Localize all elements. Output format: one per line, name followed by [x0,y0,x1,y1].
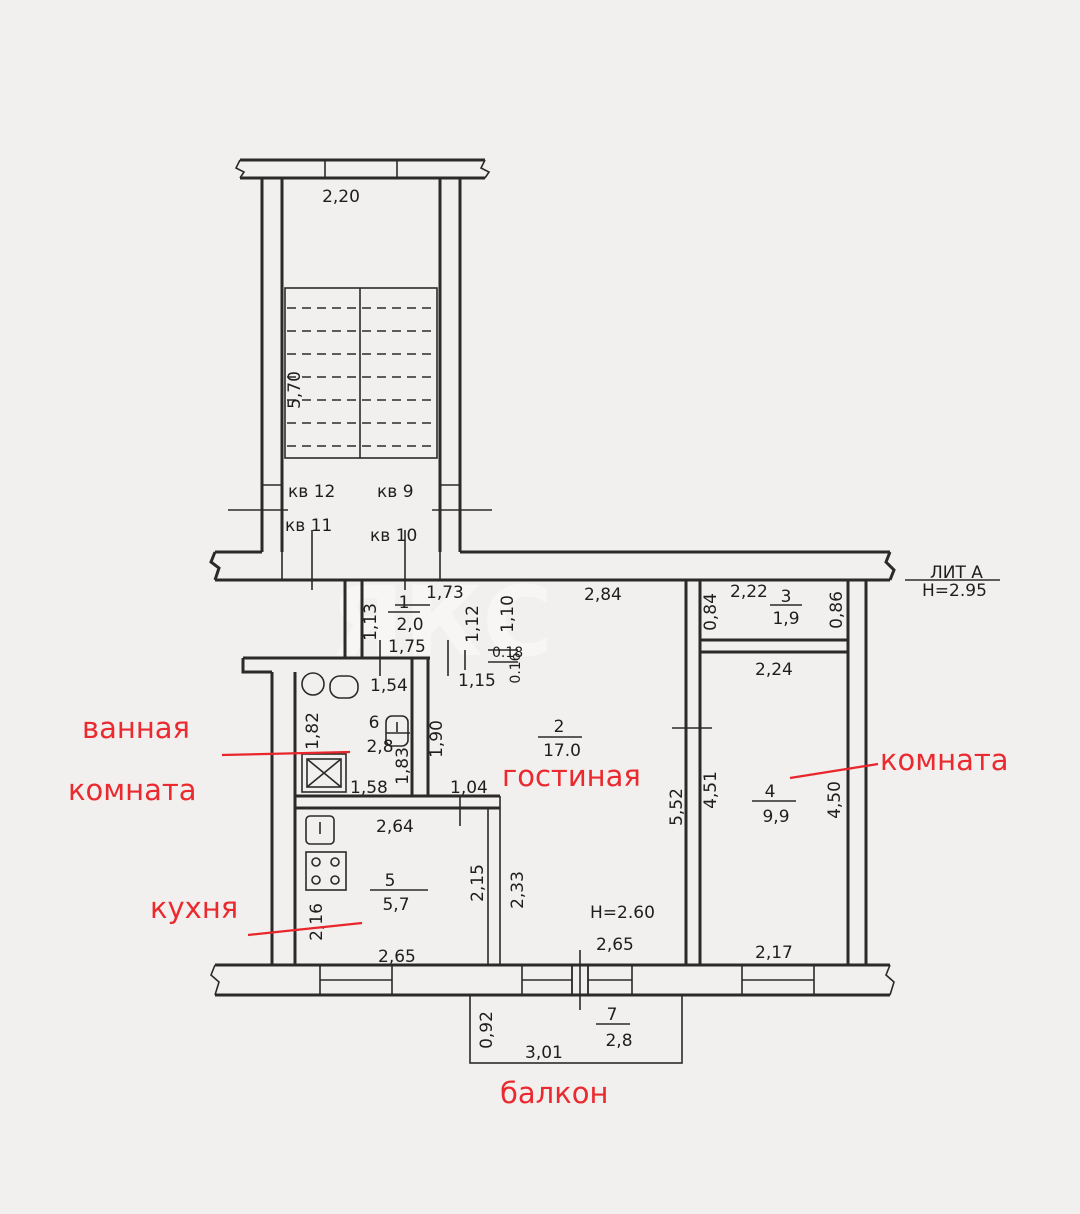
dim-1-13: 1,13 [361,603,381,641]
dim-2-24: 2,24 [755,660,793,680]
stair-flights [284,287,438,459]
toilet-icon [301,672,359,699]
dim-1-58: 1,58 [350,778,388,798]
dim-2-65-kitchen: 2,65 [378,947,416,967]
apt-label-12: кв 12 [288,482,335,502]
dim-2-22: 2,22 [730,582,768,602]
room-3-area: 1,9 [772,609,799,629]
apt-label-11: кв 11 [285,516,332,536]
room-1-area: 2,0 [396,615,423,635]
room-5-number: 5 [385,871,396,891]
dim-4-51: 4,51 [701,771,721,809]
stairwell [228,158,492,590]
apt-label-10: кв 10 [370,526,417,546]
room-height: H=2.60 [590,903,655,923]
dim-1-90: 1,90 [427,720,447,758]
partitions [295,580,848,1064]
dim-1-15: 1,15 [458,671,496,691]
annotation-bathroom-line1: ванная [82,711,190,745]
kitchen-sink-icon [305,815,335,845]
stairwell-window [324,159,398,179]
fraction-bars [370,604,802,1025]
dim-0-18: 0.18 [492,645,523,661]
dim-0-84: 0,84 [701,593,721,631]
balcony-outline [469,994,683,1064]
dim-2-33: 2,33 [508,871,528,909]
room-7-number: 7 [607,1005,618,1025]
dim-1-04: 1,04 [450,778,488,798]
dim-2-64: 2,64 [376,817,414,837]
stove-icon [305,851,347,891]
room-6-number: 6 [369,713,380,733]
lit-label: ЛИТ А [930,563,983,583]
dim-2-17: 2,17 [755,943,793,963]
dim-4-50: 4,50 [825,781,845,819]
room-2-number: 2 [554,717,565,737]
annotations: ванная комната гостиная комната кухня ба… [68,711,1009,1110]
annotation-bathroom-line2: комната [68,773,197,807]
dim-1-73: 1,73 [426,583,464,603]
room-2-area: 17.0 [543,741,581,761]
sink-icon [385,715,409,747]
room-7-area: 2,8 [605,1031,632,1051]
dim-1-83: 1,83 [393,747,413,785]
room-1-number: 1 [399,593,410,613]
dim-5-52: 5,52 [667,788,687,826]
dim-2-16: 2,16 [307,903,327,941]
apt-label-9: кв 9 [377,482,414,502]
room-6-area: 2,8 [366,737,393,757]
dim-1-82: 1,82 [303,712,323,750]
floor-height: H=2.95 [922,581,987,601]
annotation-room: комната [880,743,1009,777]
dim-2-15: 2,15 [468,864,488,902]
dimensions: 1,73 1,13 1,12 1,10 1,75 0.18 0.16 2,84 … [303,582,847,1063]
dim-3-01: 3,01 [525,1043,563,1063]
dim-1-12: 1,12 [463,605,483,643]
room-3-number: 3 [781,587,792,607]
dim-1-10: 1,10 [498,595,518,633]
room-5-area: 5,7 [382,895,409,915]
dim-0-16: 0.16 [508,652,524,683]
apartment-walls [209,550,896,1010]
annotation-living-room: гостиная [502,759,641,793]
dim-1-75: 1,75 [388,637,426,657]
dim-2-65-living: 2,65 [596,935,634,955]
dim-stair-width: 2,20 [322,187,360,207]
room-4-area: 9,9 [762,807,789,827]
annotation-balcony: балкон [500,1076,608,1110]
dim-1-54: 1,54 [370,676,408,696]
fixtures [301,672,409,891]
dim-2-84: 2,84 [584,585,622,605]
dim-stair-length: 5,70 [285,371,305,409]
dim-0-92: 0,92 [477,1011,497,1049]
annotation-kitchen: кухня [150,891,238,925]
dim-0-86: 0,86 [827,591,847,629]
shower-tray-icon [301,753,347,793]
room-4-number: 4 [765,782,776,802]
